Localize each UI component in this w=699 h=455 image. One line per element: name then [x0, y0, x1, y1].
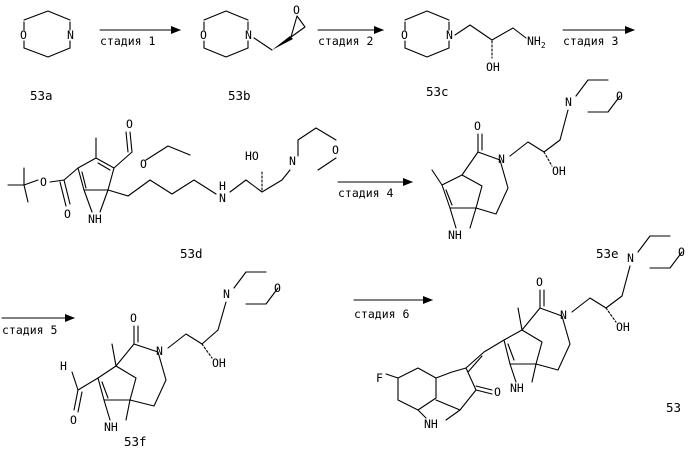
- atom-o: O: [494, 385, 501, 399]
- atom-n: N: [627, 251, 634, 265]
- atom-o: O: [536, 275, 543, 289]
- atom-oh: OH: [486, 60, 500, 74]
- atom-n: N: [156, 344, 163, 358]
- atom-oh: OH: [616, 320, 630, 334]
- atom-oh: OH: [552, 164, 566, 178]
- compound-label-53e: 53e: [596, 246, 619, 261]
- atom-n: N: [560, 308, 567, 322]
- atom-o: O: [678, 245, 685, 259]
- atom-nh: NH: [88, 212, 102, 226]
- atom-o: O: [130, 311, 137, 325]
- atom-h: H: [60, 359, 67, 373]
- stage-6-label: стадия 6: [354, 307, 409, 321]
- atom-nh: NH: [510, 381, 524, 395]
- compound-label-53b: 53b: [228, 88, 251, 103]
- atom-o: O: [40, 175, 47, 189]
- atom-o: O: [474, 119, 481, 133]
- stage-5-label: стадия 5: [2, 323, 57, 337]
- structure-53f: NH H O O N OH N O: [60, 272, 281, 434]
- structure-53c: O N OH NH2: [401, 11, 546, 74]
- compound-label-53a: 53a: [30, 88, 53, 103]
- atom-n: N: [289, 154, 296, 168]
- atom-n: N: [565, 95, 572, 109]
- atom-oh: OH: [212, 356, 226, 370]
- structure-53a: O N: [20, 11, 74, 57]
- atom-nh: NH: [104, 420, 118, 434]
- atom-o: O: [64, 207, 71, 221]
- atom-o: O: [274, 281, 281, 295]
- compound-label-53: 53: [666, 400, 681, 415]
- structure-53d: NH O O O O H N HO N O: [8, 117, 339, 226]
- atom-o: O: [616, 89, 623, 103]
- compound-label-53c: 53c: [426, 84, 449, 99]
- atom-o: O: [70, 413, 77, 427]
- atom-o: O: [293, 3, 300, 17]
- atom-f: F: [376, 371, 383, 385]
- atom-o: O: [332, 143, 339, 157]
- atom-nh: NH: [424, 417, 438, 431]
- structure-53e: NH O N OH N O: [432, 80, 623, 242]
- atom-o: O: [140, 157, 147, 171]
- compound-label-53d: 53d: [180, 246, 203, 261]
- atom-nh2: NH2: [527, 34, 546, 50]
- atom-ho: HO: [245, 149, 259, 163]
- structure-53b: O N O: [200, 3, 305, 57]
- stage-3-label: стадия 3: [563, 34, 618, 48]
- compound-label-53f: 53f: [124, 434, 147, 449]
- stage-2-label: стадия 2: [318, 34, 373, 48]
- stage-4-label: стадия 4: [338, 186, 393, 200]
- atom-nh: NH: [448, 228, 462, 242]
- structure-53: NH O N OH N O O NH F: [376, 236, 685, 431]
- atom-o: O: [126, 117, 133, 131]
- atom-n: N: [498, 152, 505, 166]
- stage-1-label: стадия 1: [100, 34, 155, 48]
- atom-n: N: [219, 191, 226, 205]
- atom-n: N: [223, 287, 230, 301]
